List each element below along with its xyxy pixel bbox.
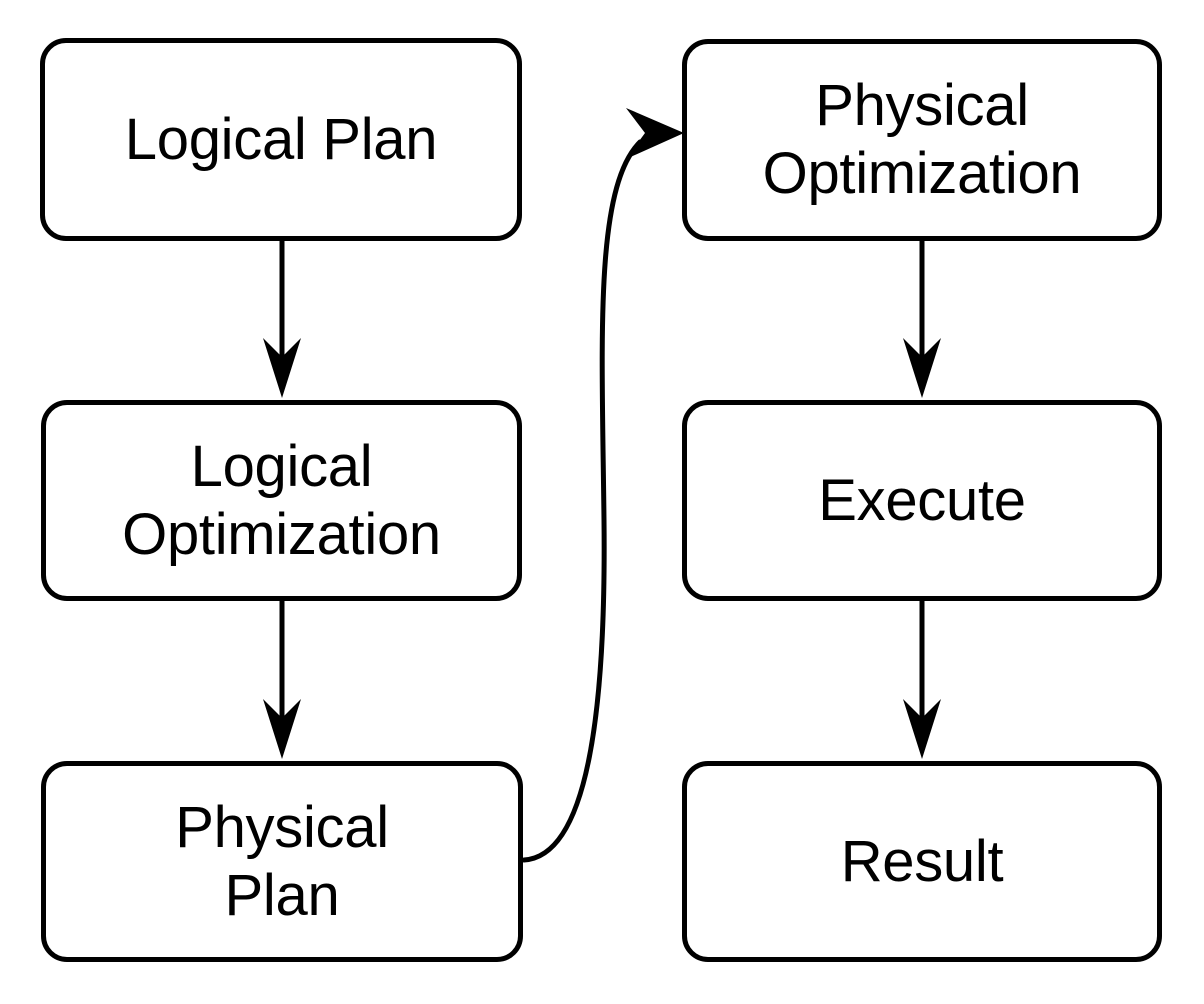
node-result[interactable]: Result bbox=[682, 761, 1162, 962]
node-physical-plan-label: Physical Plan bbox=[175, 794, 389, 928]
node-execute-label: Execute bbox=[818, 467, 1026, 533]
node-physical-plan[interactable]: Physical Plan bbox=[41, 761, 523, 962]
edge-logical-plan-to-logical-optimization bbox=[263, 241, 301, 398]
edge-logical-optimization-to-physical-plan bbox=[263, 601, 301, 759]
node-logical-optimization[interactable]: Logical Optimization bbox=[41, 400, 522, 601]
edge-physical-plan-to-physical-optimization bbox=[521, 108, 684, 863]
node-logical-optimization-label: Logical Optimization bbox=[122, 433, 441, 567]
node-execute[interactable]: Execute bbox=[682, 400, 1162, 601]
edge-physical-optimization-to-execute bbox=[903, 241, 941, 398]
node-physical-optimization-label: Physical Optimization bbox=[762, 73, 1082, 206]
node-logical-plan-label: Logical Plan bbox=[124, 106, 438, 172]
node-logical-plan[interactable]: Logical Plan bbox=[40, 38, 522, 241]
node-result-label: Result bbox=[840, 828, 1004, 894]
node-physical-optimization[interactable]: Physical Optimization bbox=[682, 39, 1162, 241]
edge-execute-to-result bbox=[903, 601, 941, 759]
